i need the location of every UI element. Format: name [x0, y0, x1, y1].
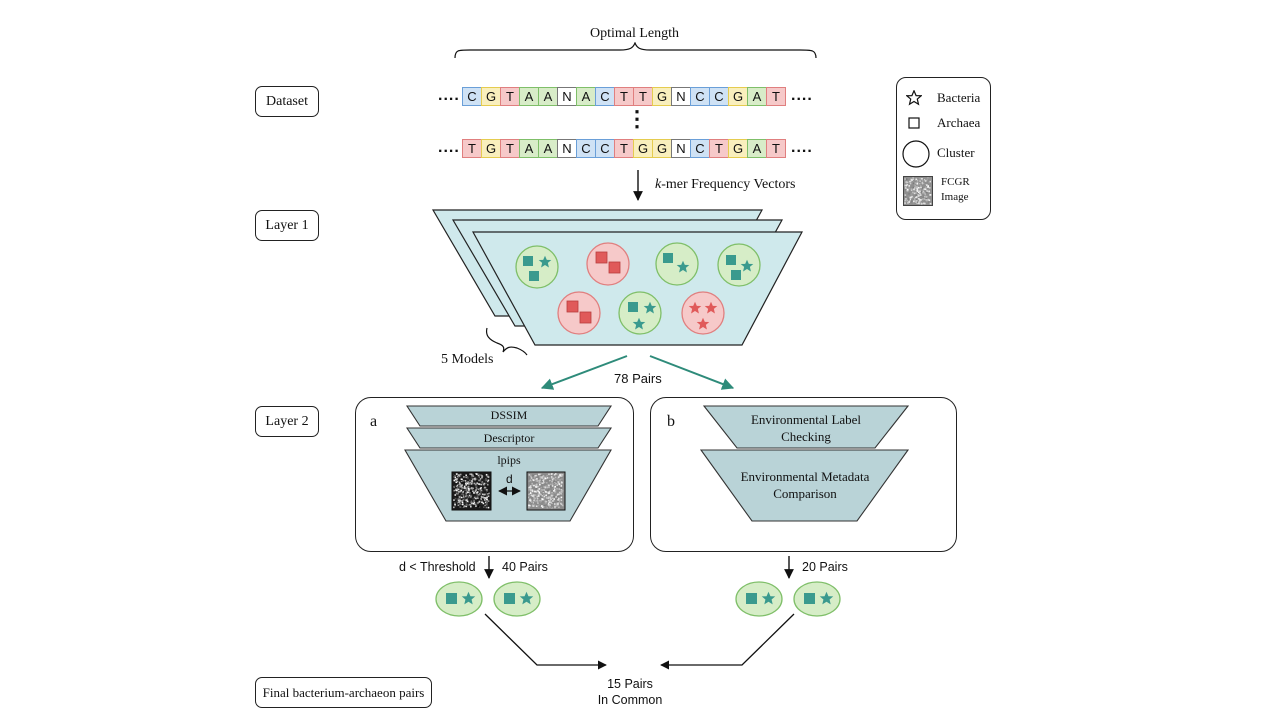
cluster-5	[557, 291, 601, 335]
nucleotide-cell: T	[766, 138, 786, 158]
legend-bacteria-text: Bacteria	[937, 90, 981, 105]
legend-fcgr-text-2: Image	[941, 191, 969, 203]
pair-ellipse	[735, 581, 783, 617]
cluster-6	[618, 291, 662, 335]
panel-b	[650, 397, 957, 552]
legend-cluster-text: Cluster	[937, 145, 975, 160]
arrow-merge-left	[484, 613, 607, 670]
vertical-ellipsis: ⋮	[626, 106, 648, 131]
kmer-rest: -mer Frequency Vectors	[661, 177, 796, 192]
legend-fcgr: FCGR Image	[897, 176, 992, 206]
distance-label: d	[506, 472, 513, 486]
optimal-length-text: Optimal Length	[590, 26, 680, 41]
cluster-4	[717, 243, 761, 287]
legend: Bacteria Archaea Cluster FCGR Image	[896, 77, 991, 220]
descriptor-trapezoid	[405, 427, 613, 449]
metadata-trapezoid	[699, 449, 910, 522]
models-brace	[485, 327, 528, 356]
final-pairs-label: Final bacterium-archaeon pairs	[255, 677, 432, 708]
optimal-length-brace	[454, 42, 817, 59]
threshold-text: d < Threshold	[399, 560, 476, 574]
square-icon	[908, 117, 920, 129]
circle-icon	[902, 140, 930, 168]
fcgr-image-icon	[903, 176, 933, 206]
legend-cluster: Cluster	[897, 140, 992, 168]
cluster-3	[655, 242, 699, 286]
metadata-line-2: Comparison	[773, 486, 837, 501]
pair-ellipse	[435, 581, 483, 617]
arrow-to-panel-a	[540, 355, 628, 390]
nucleotide-cell: A	[519, 86, 539, 106]
kmer-k: k	[655, 177, 662, 192]
lpips-label: lpips	[497, 453, 521, 467]
panel-b-letter: b	[667, 413, 675, 430]
fcgr-image-left	[451, 471, 492, 511]
fcgr-image-right	[526, 471, 566, 511]
nucleotide-cell: N	[671, 138, 691, 158]
dssim-trapezoid	[405, 405, 613, 427]
pairs-20-text: 20 Pairs	[802, 560, 848, 574]
models-count-text: 5 Models	[441, 352, 494, 367]
arrow-merge-right	[660, 613, 795, 670]
label-check-line-1: Environmental Label	[750, 412, 862, 427]
kmer-text: k-mer Frequency Vectors	[655, 177, 795, 193]
nucleotide-cell: A	[538, 138, 558, 158]
common-pairs-line-2: In Common	[597, 693, 663, 707]
common-pairs-line-1: 15 Pairs	[607, 677, 653, 691]
star-icon	[906, 90, 922, 106]
panel-a-letter: a	[370, 413, 378, 430]
arrow-to-panel-b	[649, 355, 735, 390]
metadata-line-1: Environmental Metadata	[740, 469, 870, 484]
leading-ellipsis: ....	[438, 139, 460, 156]
pair-ellipse	[793, 581, 841, 617]
nucleotide-cell: C	[690, 86, 710, 106]
nucleotide-cell: C	[690, 138, 710, 158]
legend-archaea-text: Archaea	[937, 115, 981, 130]
nucleotide-cell: G	[728, 138, 748, 158]
dssim-label: DSSIM	[490, 408, 528, 422]
label-check-trapezoid	[702, 405, 910, 449]
leading-ellipsis: ....	[438, 87, 460, 104]
trailing-ellipsis: ....	[791, 87, 813, 104]
nucleotide-cell: N	[557, 86, 577, 106]
cluster-1	[515, 245, 559, 289]
pair-ellipse	[493, 581, 541, 617]
legend-bacteria: Bacteria	[897, 88, 992, 108]
layer2-label: Layer 2	[255, 406, 319, 437]
nucleotide-cell: G	[633, 138, 653, 158]
dataset-label: Dataset	[255, 86, 319, 117]
legend-archaea: Archaea	[897, 113, 992, 133]
panel-a	[355, 397, 634, 552]
descriptor-label: Descriptor	[483, 431, 535, 445]
pairs-40-text: 40 Pairs	[502, 560, 548, 574]
cluster-7	[681, 291, 725, 335]
layer1-label: Layer 1	[255, 210, 319, 241]
nucleotide-cell: T	[766, 86, 786, 106]
cluster-2	[586, 242, 630, 286]
label-check-line-2: Checking	[781, 429, 831, 444]
nucleotide-cell: C	[595, 138, 615, 158]
trailing-ellipsis: ....	[791, 139, 813, 156]
pairs-78-text: 78 Pairs	[614, 371, 662, 386]
legend-fcgr-text-1: FCGR	[941, 176, 970, 188]
